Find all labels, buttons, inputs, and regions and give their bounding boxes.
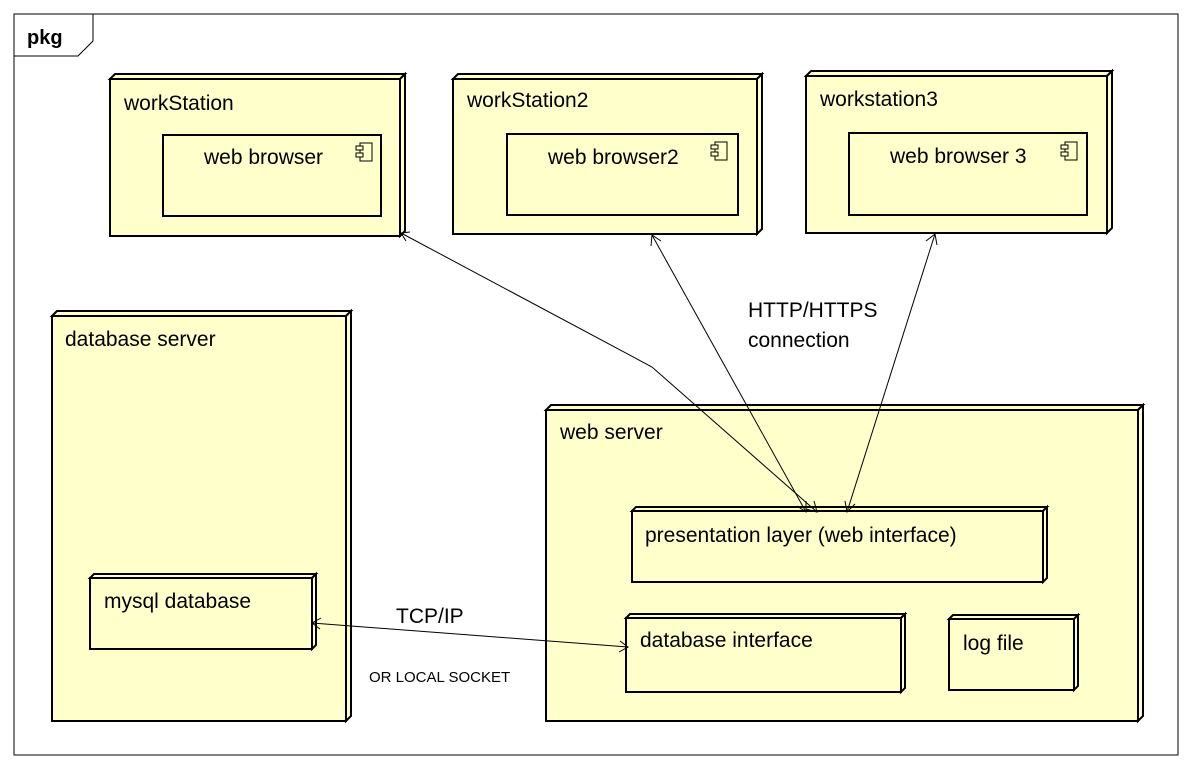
tcp-ip-label: TCP/IP	[396, 605, 464, 628]
node-title: database interface	[640, 629, 813, 652]
component-label: web browser	[203, 146, 323, 169]
component-web-browser[interactable]: web browser	[162, 134, 382, 217]
node-workstation2[interactable]: workStation2 web browser2	[450, 71, 765, 237]
node-mysql-database[interactable]: mysql database	[87, 571, 319, 652]
node-workstation[interactable]: workStation web browser	[107, 71, 408, 239]
package-label: pkg	[27, 27, 63, 49]
node-database-server[interactable]: database server mysql database	[49, 308, 354, 724]
node-title: database server	[65, 328, 216, 351]
http-connection-label-2: connection	[748, 329, 850, 352]
node-workstation3[interactable]: workstation3 web browser 3	[803, 68, 1115, 236]
node-title: log file	[963, 632, 1024, 655]
connection-workstation3-to-presentation[interactable]	[844, 233, 938, 514]
http-connection-label: HTTP/HTTPS	[748, 299, 878, 322]
connection-workstation-to-presentation[interactable]	[400, 231, 818, 513]
node-title: web server	[559, 421, 663, 444]
node-title: workstation3	[819, 88, 938, 111]
component-icon	[710, 141, 728, 161]
connection-mysql-to-database-interface[interactable]	[311, 617, 629, 653]
component-label: web browser 3	[889, 145, 1027, 168]
node-database-interface[interactable]: database interface	[623, 611, 908, 695]
node-web-server[interactable]: web server presentation layer (web inter…	[543, 402, 1146, 724]
node-title: presentation layer (web interface)	[645, 524, 957, 547]
component-icon	[355, 142, 373, 162]
node-log-file[interactable]: log file	[946, 612, 1081, 693]
component-label: web browser2	[547, 146, 679, 169]
component-web-browser-3[interactable]: web browser 3	[848, 132, 1088, 216]
node-title: workStation	[123, 92, 234, 115]
component-web-browser2[interactable]: web browser2	[506, 133, 739, 216]
node-title: workStation2	[466, 89, 588, 112]
node-title: mysql database	[104, 590, 251, 613]
package-tab	[14, 14, 94, 57]
node-presentation-layer[interactable]: presentation layer (web interface)	[629, 504, 1050, 585]
connection-workstation2-to-presentation[interactable]	[650, 234, 807, 513]
local-socket-note: OR LOCAL SOCKET	[369, 669, 510, 686]
component-icon	[1060, 141, 1078, 161]
